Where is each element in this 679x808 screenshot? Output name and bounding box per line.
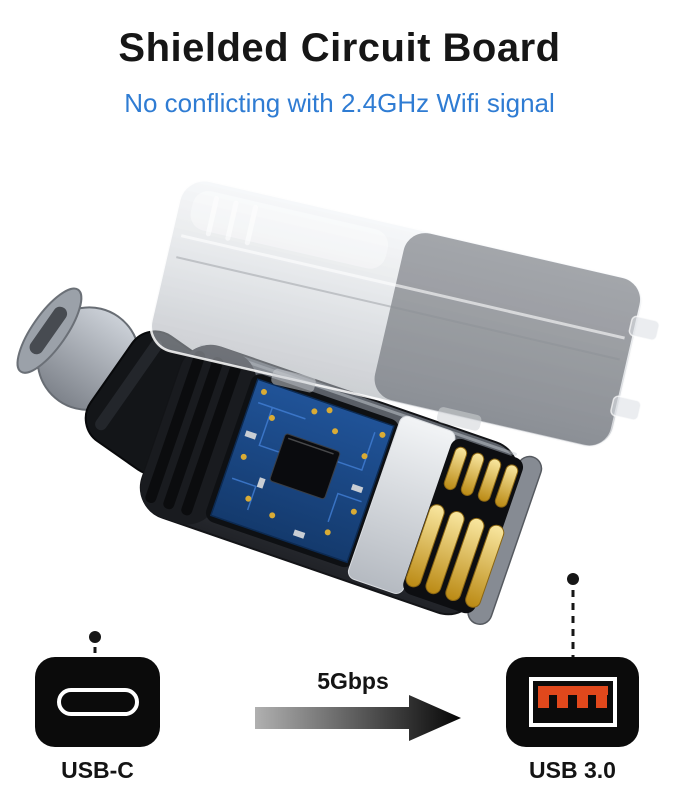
- usb-3-0-label: USB 3.0: [529, 757, 616, 783]
- usb-a-frame-shape: [528, 677, 617, 727]
- usb-c-label: USB-C: [61, 757, 134, 783]
- usb-c-oval-shape: [56, 688, 139, 716]
- subtitle: No conflicting with 2.4GHz Wifi signal: [124, 88, 555, 118]
- usb-a-tooth: [576, 695, 588, 708]
- usb-a-port-icon: [506, 657, 639, 747]
- adapter-body: [139, 344, 543, 626]
- callout-right: [567, 573, 579, 657]
- usb-a-tooth: [557, 695, 569, 708]
- shield-cover: [149, 178, 660, 449]
- callout-left: [89, 631, 101, 657]
- smd-components: [244, 430, 364, 539]
- exploded-adapter-illustration: [16, 178, 660, 657]
- speed-label: 5Gbps: [317, 668, 389, 694]
- usb-a-contact-teeth: [537, 695, 608, 708]
- callout-dot: [89, 631, 101, 643]
- usb-a-gold-contacts: [405, 446, 519, 608]
- arrow-right-icon: [255, 695, 461, 741]
- solder-points: [240, 388, 386, 536]
- callout-dot: [567, 573, 579, 585]
- usb-c-port-icon: [35, 657, 160, 747]
- chip: [269, 433, 341, 500]
- page-title: Shielded Circuit Board: [118, 26, 561, 70]
- usb-a-tooth: [596, 695, 608, 708]
- circuit-board: [209, 378, 395, 564]
- usb-a-contact-bar: [537, 686, 608, 695]
- usb-a-tooth: [537, 695, 549, 708]
